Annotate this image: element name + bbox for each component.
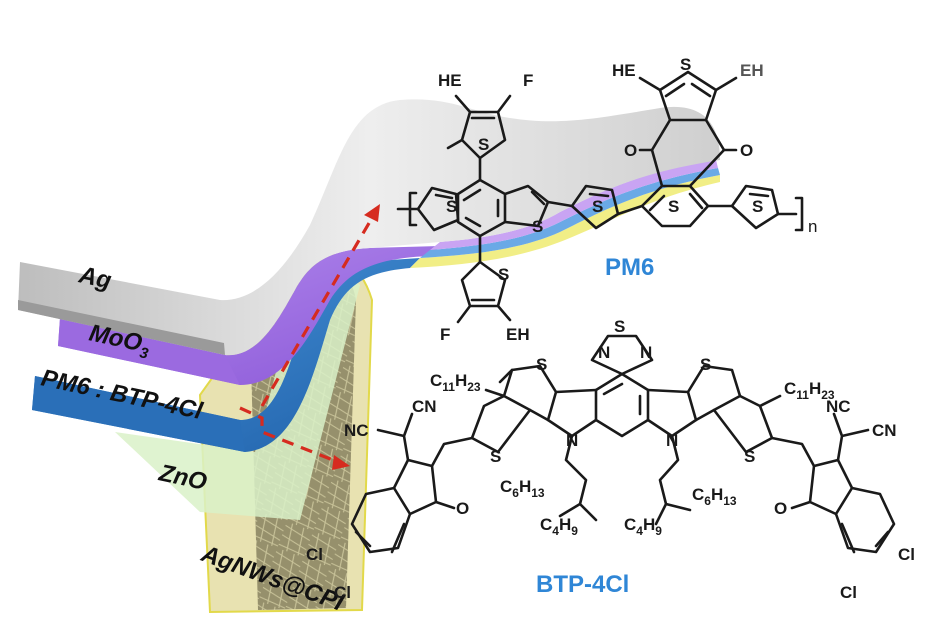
pointer-arrows bbox=[239, 204, 380, 470]
pm6-atom-s1: S bbox=[446, 197, 457, 216]
btp-atom-s5: S bbox=[744, 447, 755, 466]
arrow-to-btp-head bbox=[332, 455, 350, 470]
btp-atom-cl1: Cl bbox=[306, 545, 323, 564]
btp-atom-cl2: Cl bbox=[334, 583, 351, 602]
btp-atom-o2: O bbox=[774, 499, 787, 518]
pm6-atom-eh2: EH bbox=[740, 61, 764, 80]
pm6-label: PM6 bbox=[605, 254, 654, 281]
btp-atom-o1: O bbox=[456, 499, 469, 518]
pm6-atom-s3: S bbox=[478, 135, 489, 154]
btp-atom-n2: N bbox=[640, 343, 652, 362]
pm6-atom-s7: S bbox=[680, 55, 691, 74]
active-layer-edge bbox=[32, 376, 245, 452]
pm6-atom-eh1: EH bbox=[506, 325, 530, 344]
btp-4cl-label: BTP-4Cl bbox=[536, 571, 629, 598]
blue-ribbon bbox=[420, 168, 720, 258]
btp-atom-s2: S bbox=[536, 355, 547, 374]
btp-atom-s4: S bbox=[490, 447, 501, 466]
btp-atom-n4: N bbox=[666, 431, 678, 450]
pm6-atom-s8: S bbox=[752, 197, 763, 216]
purple-ribbon bbox=[430, 160, 718, 250]
arrow-to-btp bbox=[239, 406, 339, 464]
moo3-layer-edge bbox=[58, 318, 240, 385]
pm6-atom-he2: HE bbox=[612, 61, 636, 80]
btp-atom-n3: N bbox=[566, 431, 578, 450]
pm6-atom-o2: O bbox=[740, 141, 753, 160]
pm6-atom-s5: S bbox=[592, 197, 603, 216]
btp-c6h13-left: C6H13 bbox=[500, 477, 545, 500]
btp-c4h9-right: C4H9 bbox=[624, 515, 662, 538]
arrow-to-pm6-head bbox=[364, 204, 380, 222]
btp-atom-s1: S bbox=[614, 317, 625, 336]
btp-4cl-structure: N S N N N S S S S CN NC O Cl Cl NC CN O … bbox=[306, 317, 915, 602]
btp-atom-cl4: Cl bbox=[840, 583, 857, 602]
btp-atom-cl3: Cl bbox=[898, 545, 915, 564]
arrow-to-pm6 bbox=[260, 217, 374, 407]
pm6-atom-f2: F bbox=[440, 325, 450, 344]
pm6-atom-f1: F bbox=[523, 71, 533, 90]
btp-atom-nc1: NC bbox=[344, 421, 369, 440]
btp-c6h13-right: C6H13 bbox=[692, 485, 737, 508]
btp-atom-cn2: CN bbox=[872, 421, 897, 440]
yellow-ribbon bbox=[410, 175, 720, 268]
pm6-atom-s2: S bbox=[532, 217, 543, 236]
btp-c11h23-right: C11H23 bbox=[784, 379, 835, 402]
pm6-atom-s6: S bbox=[668, 197, 679, 216]
ag-layer bbox=[18, 99, 720, 356]
pm6-atom-he1: HE bbox=[438, 71, 462, 90]
btp-atom-cn1: CN bbox=[412, 397, 437, 416]
btp-atom-s3: S bbox=[700, 355, 711, 374]
pm6-atom-o1: O bbox=[624, 141, 637, 160]
pm6-structure: S S S F HE S F EH S S O O S HE EH S n PM… bbox=[396, 55, 817, 344]
ag-layer-edge bbox=[18, 300, 225, 355]
layer-stack bbox=[18, 99, 720, 614]
btp-atom-n1: N bbox=[598, 343, 610, 362]
btp-c4h9-left: C4H9 bbox=[540, 515, 578, 538]
pm6-atom-n: n bbox=[808, 217, 817, 236]
pm6-atom-s4: S bbox=[498, 265, 509, 284]
btp-c11h23-left: C11H23 bbox=[430, 371, 481, 394]
btp-atom-nc2: NC bbox=[826, 397, 851, 416]
